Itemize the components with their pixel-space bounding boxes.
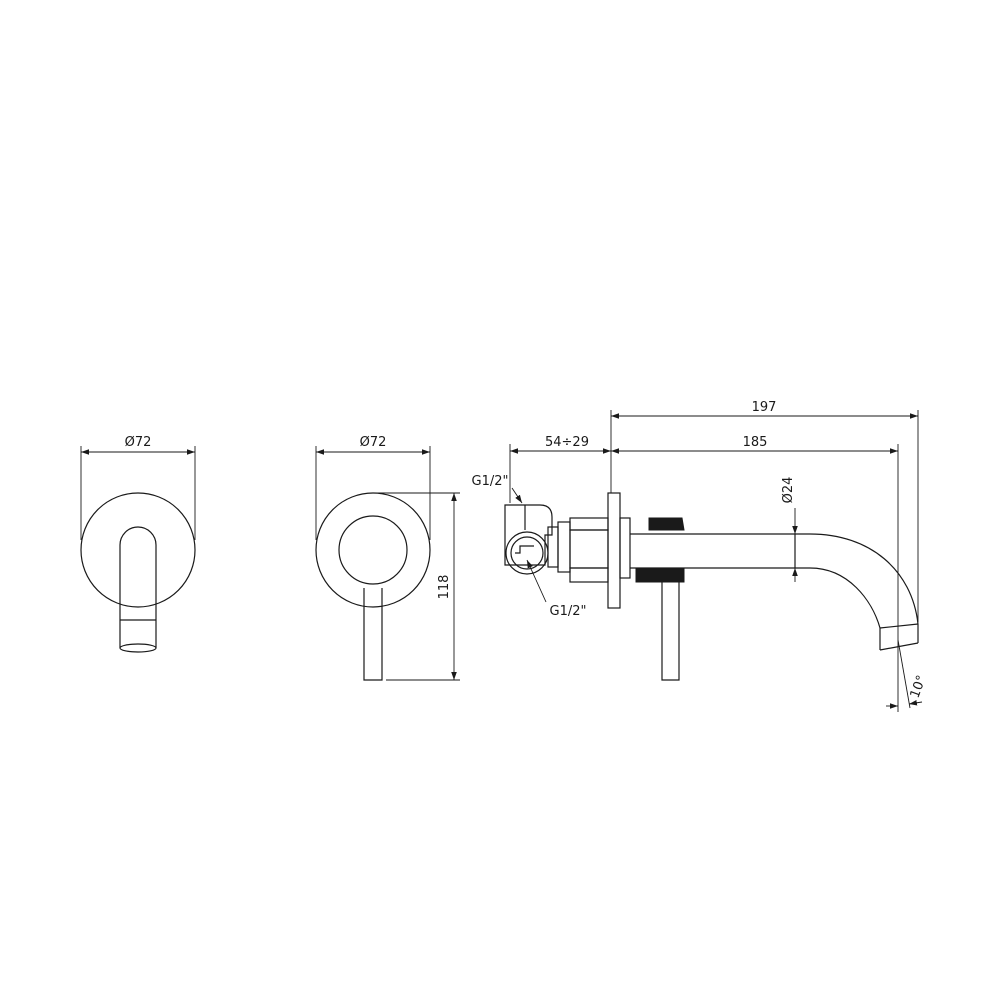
mixer-lever: [363, 588, 383, 681]
spout-projection-label: 185: [743, 435, 768, 450]
bottom-nut: [635, 567, 685, 583]
top-nut: [648, 517, 685, 531]
pipe-diameter-label: Ø24: [781, 477, 796, 504]
rosette-plate: [607, 492, 621, 609]
spout-curve-inner: [809, 567, 881, 629]
spout-outlet: [119, 643, 157, 653]
mixer-height-label: 118: [437, 575, 452, 600]
mixer-front-view: Ø72 118: [315, 435, 460, 681]
spout-rosette: [80, 492, 196, 608]
spout-curve-outer: [809, 533, 919, 625]
mixer-cartridge-cap: [338, 515, 408, 585]
total-projection-label: 197: [752, 400, 777, 415]
spout-angle-dimension: [908, 700, 923, 706]
spout-angle-label: 10°: [908, 673, 930, 700]
mixer-sleeve: [569, 529, 609, 569]
bottom-inlet-label: G1/2": [550, 604, 587, 619]
body-depth-label: 54÷29: [545, 435, 589, 450]
lever-side: [661, 582, 680, 681]
mixer-diameter-label: Ø72: [360, 435, 387, 450]
mixer-rosette: [315, 492, 431, 608]
bottom-inlet-inner: [510, 536, 544, 570]
spout-diameter-label: Ø72: [125, 435, 152, 450]
spout-body-front: [119, 526, 157, 648]
bottom-inlet-outer: [505, 531, 549, 575]
side-view: 197 54÷29 185 Ø24 G1/2" G1/2" 10°: [472, 400, 930, 712]
top-inlet-label: G1/2": [472, 474, 509, 489]
inlet-body: [504, 504, 553, 566]
bottom-inlet-leader: [526, 559, 547, 603]
top-inlet-leader: [511, 487, 523, 504]
spout-front-view: Ø72: [80, 435, 196, 653]
